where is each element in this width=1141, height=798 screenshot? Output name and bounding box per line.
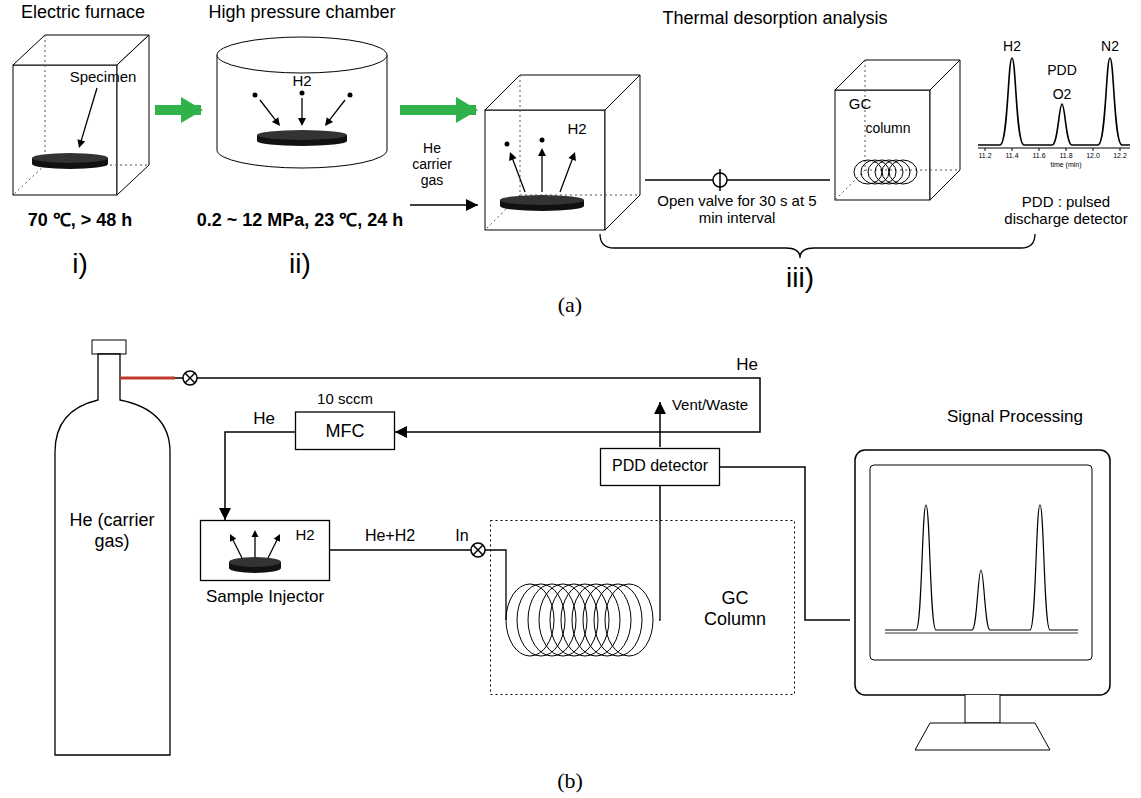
- node-outline: [480, 40, 645, 235]
- label: O2: [1047, 86, 1077, 102]
- label: ii): [280, 248, 320, 280]
- label: H2: [997, 38, 1027, 54]
- node-text: High pressure chamber: [187, 2, 417, 23]
- label: (b): [550, 768, 590, 793]
- computer-monitor: Signal Processing: [850, 405, 1115, 760]
- gas-inlet-arrow: [410, 204, 478, 206]
- label: He carrier gas: [405, 140, 460, 188]
- edge-label: Open valve for 30 s at 5 min interval: [653, 192, 822, 227]
- label: 70 ℃, > 48 h: [0, 210, 165, 231]
- node-text: column: [853, 120, 923, 136]
- node-text: MFC: [300, 421, 390, 442]
- node-text: GC: [840, 95, 880, 112]
- label: Vent/Waste: [665, 396, 755, 413]
- gc-oven: GC column: [830, 40, 965, 205]
- valve-symbol: [183, 371, 197, 385]
- label: N2: [1095, 38, 1125, 54]
- label: 11.2: [975, 152, 995, 160]
- valve-symbol: [471, 543, 485, 557]
- node-text: He (carrier gas): [67, 510, 157, 551]
- gas-line: [175, 378, 760, 432]
- node-text: GC Column: [690, 588, 780, 629]
- label: i): [60, 248, 100, 280]
- process-arrow: [155, 105, 201, 115]
- node-text: H2: [557, 120, 597, 137]
- gc-column-box: GC Column: [490, 520, 795, 695]
- label: time (min): [1041, 161, 1091, 169]
- node-text: Electric furnace: [0, 2, 168, 23]
- node-text: H2: [287, 526, 323, 543]
- process-arrow: [400, 105, 476, 115]
- bracket: [600, 234, 1035, 258]
- label: In: [450, 527, 474, 545]
- vent-arrow: [659, 402, 661, 447]
- node-text: Specimen: [63, 68, 143, 85]
- label: 12.2: [1110, 152, 1130, 160]
- label: (a): [550, 292, 590, 317]
- gas-line: [330, 549, 490, 551]
- label: 12.0: [1083, 152, 1103, 160]
- node-outline: [850, 405, 1115, 760]
- sample-injector: H2Sample Injector: [200, 520, 330, 615]
- label: 0.2 ~ 12 MPa, 23 ℃, 24 h: [180, 210, 420, 231]
- gas-cylinder: He (carrier gas): [50, 340, 175, 760]
- label: iii): [775, 262, 825, 294]
- label: Thermal desorption analysis: [635, 8, 915, 29]
- label: 11.8: [1056, 152, 1076, 160]
- furnace-cube: Electric furnaceSpecimen: [5, 0, 155, 200]
- gas-line: [225, 432, 295, 520]
- node-text: Sample Injector: [185, 587, 345, 607]
- desorption-cell: H2: [480, 40, 645, 235]
- label: 11.4: [1002, 152, 1022, 160]
- label: 11.6: [1029, 152, 1049, 160]
- label: PDD: [1042, 62, 1082, 78]
- node-text: Signal Processing: [930, 407, 1100, 427]
- edge-label: He: [247, 409, 281, 429]
- pressure-chamber: High pressure chamberH2: [205, 0, 400, 185]
- edge-label: He: [730, 355, 764, 375]
- process-box: 10 sccmMFC: [295, 388, 395, 450]
- edge-label: He+H2: [353, 527, 427, 545]
- node-text: H2: [282, 72, 322, 89]
- node-text: PDD detector: [602, 457, 718, 475]
- node-text: 10 sccm: [295, 390, 395, 407]
- node-outline: [5, 0, 155, 200]
- node-outline: [490, 520, 795, 695]
- gas-line: [645, 179, 830, 181]
- gas-line: [659, 486, 661, 520]
- label: PDD : pulsed discharge detector: [997, 193, 1135, 228]
- process-box: PDD detector: [600, 448, 720, 486]
- valve-symbol: [713, 169, 727, 191]
- node-outline: [205, 0, 400, 185]
- chromatogram: [978, 58, 1130, 151]
